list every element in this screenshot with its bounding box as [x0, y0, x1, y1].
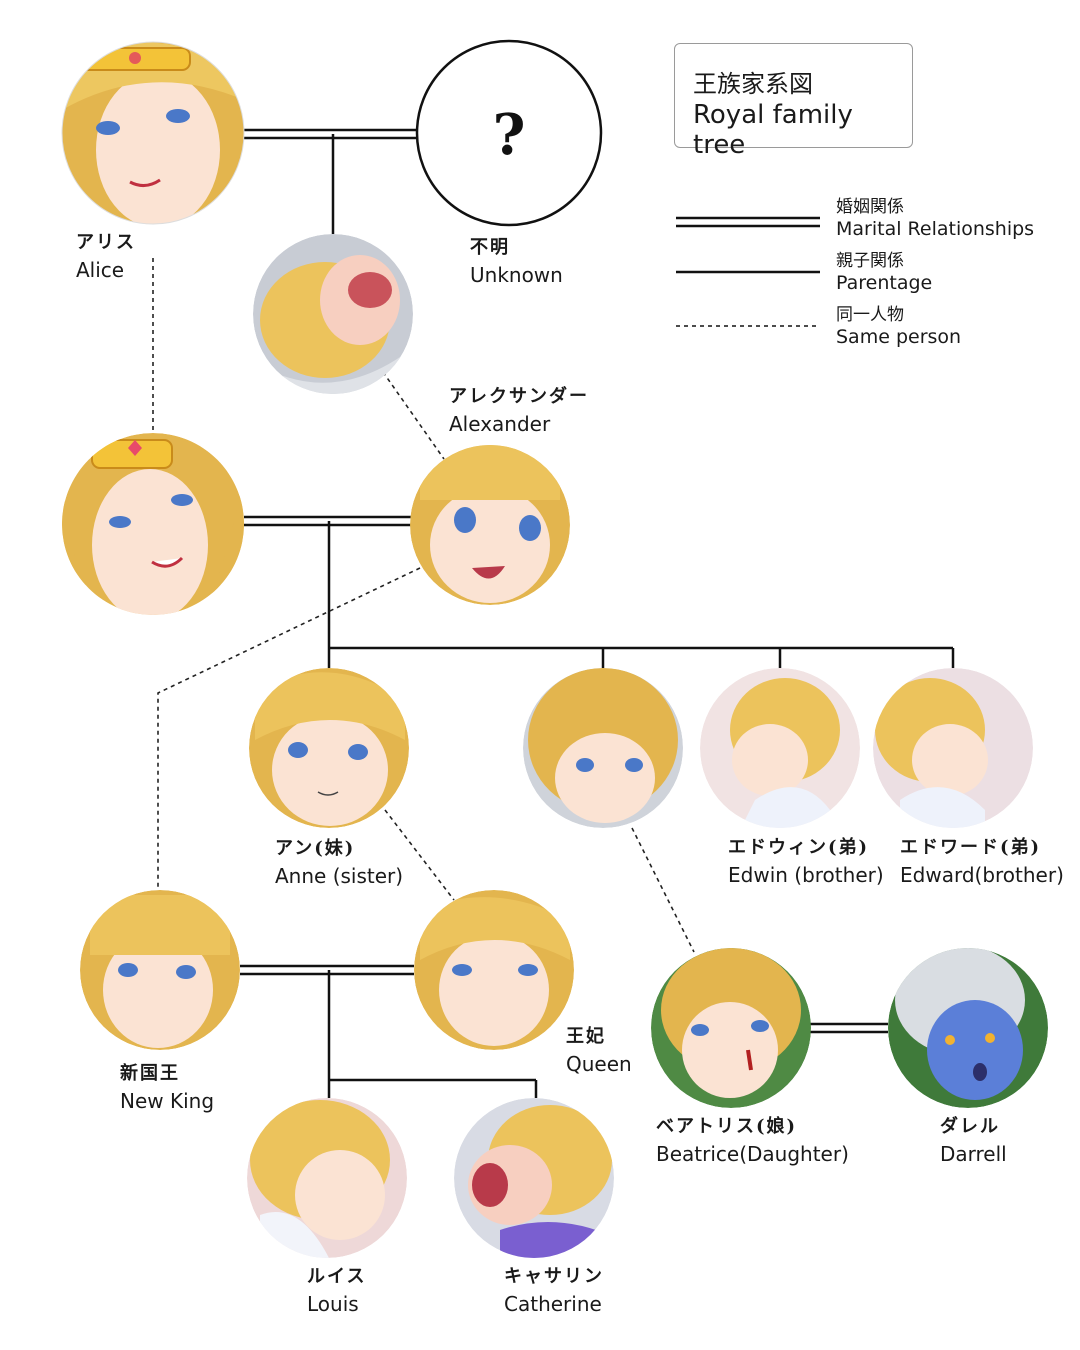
label-queen: 王妃 Queen	[566, 1026, 632, 1076]
label-unknown-en: Unknown	[470, 262, 563, 287]
label-beatrice-jp: ベアトリス(娘)	[656, 1116, 798, 1137]
label-alice: アリス Alice	[76, 232, 136, 282]
legend-item-parentage: 親子関係 Parentage	[836, 251, 932, 296]
label-unknown: 不明 Unknown	[470, 237, 563, 287]
legend-parentage-jp: 親子関係	[836, 251, 904, 271]
label-edward: エドワード(弟) Edward(brother)	[900, 837, 1064, 887]
label-edward-jp: エドワード(弟)	[900, 837, 1042, 858]
label-catherine: キャサリン Catherine	[504, 1266, 604, 1316]
same-person-beatrice	[631, 827, 695, 953]
marital-lines	[240, 128, 888, 1034]
label-queen-en: Queen	[566, 1051, 632, 1076]
same-person-queen	[384, 809, 455, 901]
portrait-alice-older	[62, 433, 244, 615]
portrait-queen	[414, 890, 574, 1050]
portrait-new-king	[80, 890, 240, 1050]
legend-parentage-en: Parentage	[836, 272, 933, 295]
label-louis-jp: ルイス	[307, 1266, 367, 1287]
label-darrell: ダレル Darrell	[940, 1116, 1007, 1166]
legend-marital-jp: 婚姻関係	[836, 197, 904, 217]
label-new-king-jp: 新国王	[120, 1063, 180, 1084]
title-box: 王族家系図 Royal family tree	[674, 43, 913, 160]
same-person-lines	[152, 258, 695, 953]
label-edwin-en: Edwin (brother)	[728, 862, 884, 887]
title-en: Royal family tree	[693, 100, 853, 160]
label-beatrice: ベアトリス(娘) Beatrice(Daughter)	[656, 1116, 849, 1166]
portrait-baby	[253, 234, 413, 394]
label-catherine-jp: キャサリン	[504, 1266, 604, 1287]
label-anne-en: Anne (sister)	[275, 863, 404, 888]
label-alexander: アレクサンダー Alexander	[449, 386, 589, 436]
portrait-darrell	[888, 948, 1048, 1108]
label-louis-en: Louis	[307, 1291, 359, 1316]
label-beatrice-en: Beatrice(Daughter)	[656, 1141, 849, 1166]
label-edwin-jp: エドウィン(弟)	[728, 837, 870, 858]
legend-marital-en: Marital Relationships	[836, 218, 1035, 241]
label-catherine-en: Catherine	[504, 1291, 602, 1316]
label-alice-jp: アリス	[76, 232, 136, 253]
portrait-anne	[249, 668, 409, 828]
title-jp: 王族家系図	[693, 70, 813, 98]
unknown-symbol: ?	[493, 102, 526, 168]
legend-same-person-en: Same person	[836, 326, 962, 349]
label-queen-jp: 王妃	[566, 1026, 606, 1047]
legend-item-marital: 婚姻関係 Marital Relationships	[836, 197, 1034, 242]
label-anne: アン(妹) Anne (sister)	[275, 838, 403, 888]
portrait-louis	[247, 1098, 407, 1258]
label-anne-jp: アン(妹)	[275, 838, 356, 859]
label-darrell-jp: ダレル	[940, 1116, 1000, 1137]
portrait-alice	[62, 42, 244, 224]
same-person-new-king	[157, 567, 421, 890]
label-louis: ルイス Louis	[307, 1266, 366, 1316]
portrait-catherine	[454, 1098, 614, 1258]
portrait-edward	[873, 668, 1033, 828]
label-edward-en: Edward(brother)	[900, 862, 1064, 887]
parentage-lines	[327, 134, 955, 1098]
label-alexander-jp: アレクサンダー	[449, 386, 589, 407]
label-alexander-en: Alexander	[449, 411, 551, 436]
legend	[676, 216, 820, 327]
label-darrell-en: Darrell	[940, 1141, 1007, 1166]
label-edwin: エドウィン(弟) Edwin (brother)	[728, 837, 884, 887]
portrait-young-beatrice	[523, 668, 683, 828]
portrait-edwin	[700, 668, 860, 828]
portrait-unknown: ?	[415, 39, 603, 227]
label-new-king: 新国王 New King	[120, 1063, 214, 1113]
portrait-alexander	[410, 445, 570, 605]
legend-item-same-person: 同一人物 Same person	[836, 305, 961, 350]
same-person-alexander	[382, 371, 445, 460]
label-unknown-jp: 不明	[470, 237, 510, 258]
label-alice-en: Alice	[76, 257, 125, 282]
portrait-beatrice	[651, 948, 811, 1108]
legend-same-person-jp: 同一人物	[836, 305, 904, 325]
label-new-king-en: New King	[120, 1088, 215, 1113]
